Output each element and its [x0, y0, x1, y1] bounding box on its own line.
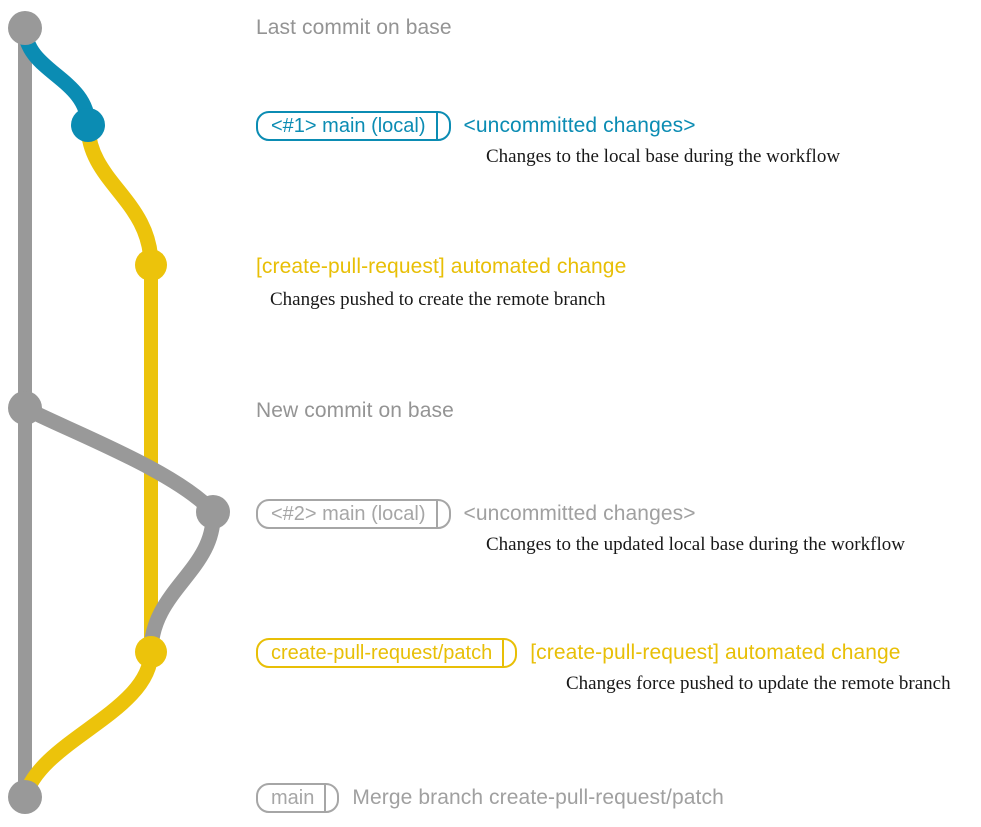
- edge-patch2-to-merge: [17, 644, 159, 805]
- ref-badge-label: main: [271, 787, 315, 809]
- commit-title: [create-pull-request] automated change: [530, 641, 901, 664]
- commit-node-local-2[interactable]: [196, 495, 230, 529]
- commit-description-automated-change-2: Changes force pushed to update the remot…: [566, 673, 951, 694]
- commit-title: New commit on base: [256, 399, 454, 422]
- commit-title: Merge branch create-pull-request/patch: [352, 786, 724, 809]
- commit-row-local-uncommitted-1: <#1> main (local) <uncommitted changes>: [256, 110, 696, 142]
- edge-base-to-local1: [17, 20, 96, 133]
- commit-title: <uncommitted changes>: [463, 114, 696, 137]
- ref-badge-main-local-2[interactable]: <#2> main (local): [256, 499, 451, 529]
- edge-local2-to-patch2: [143, 504, 221, 660]
- ref-badge-label: <#1> main (local): [271, 115, 426, 137]
- commit-node-base-new[interactable]: [8, 391, 42, 425]
- commit-node-base-merge[interactable]: [8, 780, 42, 814]
- commit-node-base-top[interactable]: [8, 11, 42, 45]
- commit-row-automated-change-1: [create-pull-request] automated change: [256, 252, 626, 282]
- commit-description-automated-change-1: Changes pushed to create the remote bran…: [270, 289, 606, 310]
- ref-badge-label: create-pull-request/patch: [271, 642, 493, 664]
- commit-description-local-uncommitted-2: Changes to the updated local base during…: [486, 534, 905, 555]
- commit-row-local-uncommitted-2: <#2> main (local) <uncommitted changes>: [256, 498, 696, 530]
- edge-local1-to-patch1: [80, 117, 159, 273]
- commit-description-local-uncommitted-1: Changes to the local base during the wor…: [486, 146, 841, 167]
- ref-badge-cap: [435, 501, 449, 527]
- ref-badge-create-pull-request-patch[interactable]: create-pull-request/patch: [256, 638, 518, 668]
- commit-row-last-commit-on-base: Last commit on base: [256, 13, 452, 43]
- commit-title: <uncommitted changes>: [463, 502, 696, 525]
- commit-node-patch-1[interactable]: [135, 249, 167, 281]
- commit-node-patch-2[interactable]: [135, 636, 167, 668]
- ref-badge-cap: [435, 113, 449, 139]
- commit-node-local-1[interactable]: [71, 108, 105, 142]
- ref-badge-cap: [502, 640, 515, 666]
- commit-title: [create-pull-request] automated change: [256, 255, 627, 278]
- ref-badge-main-local-1[interactable]: <#1> main (local): [256, 111, 451, 141]
- commit-row-new-commit-on-base: New commit on base: [256, 396, 454, 426]
- commit-title: Last commit on base: [256, 16, 452, 39]
- commit-row-merge-commit: main Merge branch create-pull-request/pa…: [256, 782, 724, 814]
- edge-basenew-to-local2: [17, 400, 221, 520]
- ref-badge-label: <#2> main (local): [271, 503, 426, 525]
- ref-badge-cap: [324, 785, 337, 811]
- ref-badge-main[interactable]: main: [256, 783, 340, 813]
- commit-row-automated-change-2: create-pull-request/patch [create-pull-r…: [256, 637, 901, 669]
